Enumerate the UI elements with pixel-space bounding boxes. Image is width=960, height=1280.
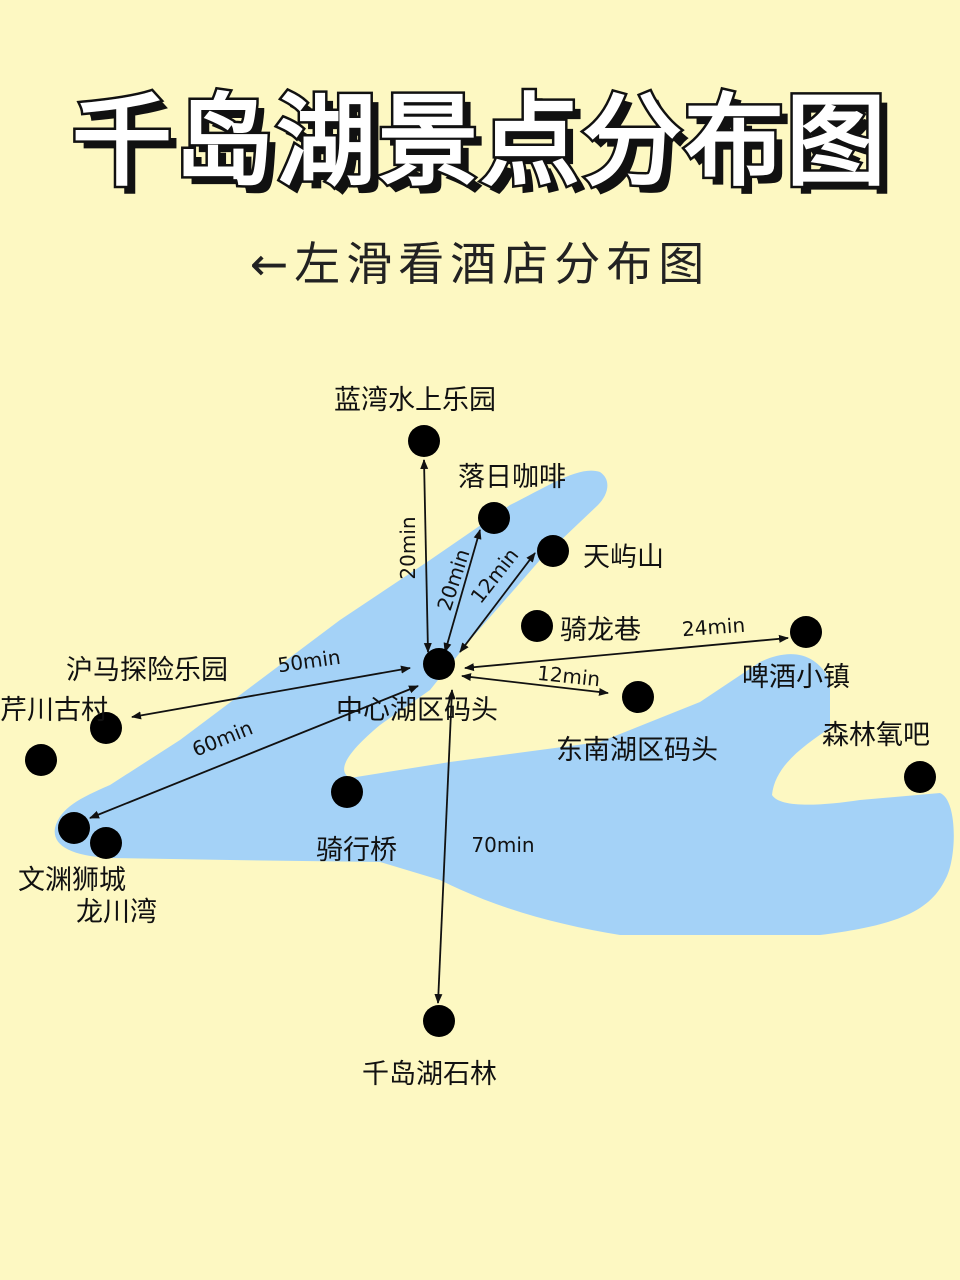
place-label: 啤酒小镇 [742, 662, 850, 693]
place-marker [521, 610, 553, 642]
place-label: 落日咖啡 [458, 462, 566, 493]
place-marker [622, 681, 654, 713]
place-label: 千岛湖石林 [362, 1059, 497, 1090]
route-arrow [89, 685, 419, 819]
place-marker [790, 616, 822, 648]
place-marker [423, 1005, 455, 1037]
place-marker [25, 744, 57, 776]
route-arrow [464, 634, 789, 672]
map-title: 千岛湖景点分布图 [70, 81, 889, 203]
travel-time-label: 20min [396, 516, 420, 579]
place-marker [90, 827, 122, 859]
place-marker [537, 535, 569, 567]
travel-time-label: 70min [471, 833, 534, 857]
place-label: 中心湖区码头 [336, 695, 498, 726]
place-label: 东南湖区码头 [556, 735, 718, 766]
place-label: 沪马探险乐园 [66, 655, 228, 686]
place-marker [58, 812, 90, 844]
place-label: 森林氧吧 [822, 720, 930, 751]
place-marker [331, 776, 363, 808]
place-marker [90, 712, 122, 744]
place-marker [408, 425, 440, 457]
place-label: 文渊狮城 [18, 865, 126, 896]
route-arrow [434, 689, 456, 1004]
place-label: 天屿山 [583, 542, 664, 573]
place-label: 芹川古村 [0, 695, 108, 726]
place-label: 龙川湾 [76, 897, 157, 928]
place-marker [423, 648, 455, 680]
place-label: 骑行桥 [316, 835, 397, 866]
route-arrow [461, 673, 609, 696]
place-label: 骑龙巷 [560, 615, 641, 646]
lake-shape [54, 470, 954, 935]
place-marker [904, 761, 936, 793]
travel-time-label: 12min [536, 661, 601, 691]
place-marker [478, 502, 510, 534]
travel-time-label: 24min [681, 613, 746, 641]
swipe-hint: ←左滑看酒店分布图 [249, 237, 711, 291]
place-label: 蓝湾水上乐园 [334, 385, 496, 416]
route-arrow [420, 459, 432, 653]
